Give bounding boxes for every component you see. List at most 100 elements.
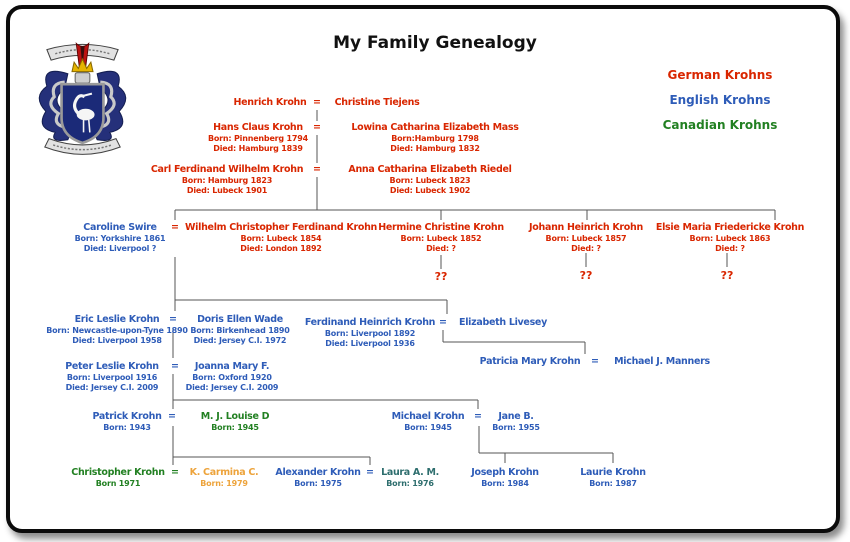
person-born-line: Born: 1976 <box>386 479 434 488</box>
person-died-line: Died: ? <box>571 243 601 253</box>
person-name: Eric Leslie Krohn <box>74 314 160 325</box>
marriage-equals: = <box>366 467 374 478</box>
person-christine-tiejens: Christine Tiejens <box>267 97 487 109</box>
legend-german-krohns: German Krohns <box>667 68 773 82</box>
person-died-line: Died: ? <box>426 243 456 253</box>
person-name: Ferdinand Heinrich Krohn <box>304 317 436 328</box>
coat-of-arms <box>38 42 127 155</box>
marriage-equals: = <box>171 222 179 233</box>
person-died-line: Died: Jersey C.I. 2009 <box>65 382 159 392</box>
crest-plume-dark <box>80 46 85 67</box>
person-lowina-mass: Lowina Catharina Elizabeth Mass Born:Ham… <box>325 122 545 153</box>
mantling-right-silver <box>99 80 116 129</box>
person-laurie-krohn: Laurie Krohn Born: 1987 <box>503 467 723 489</box>
person-name: Doris Ellen Wade <box>197 314 283 325</box>
crown <box>71 57 94 73</box>
person-name: Wilhelm Christopher Ferdinand Krohn <box>185 222 377 233</box>
person-born-line: Born: Liverpool 1892 <box>324 329 416 338</box>
person-patrick-krohn: Patrick Krohn Born: 1943 <box>17 411 237 433</box>
person-born-line: Born: Birkenhead 1890 <box>190 326 290 335</box>
person-name: Caroline Swire <box>83 222 157 233</box>
person-name: Laurie Krohn <box>580 467 646 478</box>
mantling-left-silver <box>49 80 66 129</box>
person-died-line: Died: London 1892 <box>240 243 322 253</box>
person-born-line: Born: Oxford 1920 <box>192 373 272 382</box>
marriage-equals: = <box>591 356 599 367</box>
person-died-line: Died: Lubeck 1902 <box>389 185 471 195</box>
person-michael-krohn: Michael Krohn Born: 1945 <box>318 411 538 433</box>
person-name: Hermine Christine Krohn <box>378 222 504 233</box>
person-name: Johann Heinrich Krohn <box>529 222 643 233</box>
marriage-equals: = <box>171 361 179 372</box>
person-name: Elizabeth Livesey <box>459 317 547 328</box>
person-born-line: Born 1971 <box>95 479 141 488</box>
person-died-line: Died: Hamburg 1839 <box>213 143 303 153</box>
person-born-line: Born: 1987 <box>589 479 637 488</box>
person-name: Patricia Mary Krohn <box>479 356 581 367</box>
marriage-equals: = <box>168 411 176 422</box>
person-wilhelm-krohn: Wilhelm Christopher Ferdinand Krohn Born… <box>171 222 391 253</box>
person-born-line: Born: 1945 <box>211 423 259 432</box>
helmet <box>74 72 91 84</box>
bottom-motto-text-marks <box>52 144 113 151</box>
person-born-line: Born: Hamburg 1823 <box>181 176 273 185</box>
person-name: Jane B. <box>498 411 534 422</box>
person-born-line: Born:Hamburg 1798 <box>391 134 479 143</box>
person-name: M. J. Louise D <box>200 411 270 422</box>
person-name: Joanna Mary F. <box>194 361 270 372</box>
person-name: Michael Krohn <box>391 411 465 422</box>
person-name: Laura A. M. <box>381 467 439 478</box>
person-michael-manners: Michael J. Manners <box>552 356 772 368</box>
person-name: Henrich Krohn <box>233 97 307 108</box>
marriage-equals: = <box>439 317 447 328</box>
person-caroline-swire: Caroline Swire Born: Yorkshire 1861 Died… <box>10 222 230 253</box>
person-name: Lowina Catharina Elizabeth Mass <box>351 122 519 133</box>
person-christopher-krohn: Christopher Krohn Born 1971 <box>8 467 228 489</box>
person-name: Joseph Krohn <box>471 467 539 478</box>
person-born-line: Born: 1975 <box>294 479 342 488</box>
bottom-motto-ribbon <box>44 138 121 155</box>
person-died-line: Died: Jersey C.I. 1972 <box>193 335 287 345</box>
person-born-line: Born: Lubeck 1854 <box>240 234 322 243</box>
person-joanna-mary: Joanna Mary F. Born: Oxford 1920 Died: J… <box>122 361 342 392</box>
person-name: Elsie Maria Friedericke Krohn <box>655 222 805 233</box>
person-jane-b: Jane B. Born: 1955 <box>406 411 626 433</box>
person-name: Michael J. Manners <box>614 356 710 367</box>
person-peter-krohn: Peter Leslie Krohn Born: Liverpool 1916 … <box>2 361 222 392</box>
person-born-line: Born: 1979 <box>200 479 248 488</box>
person-name: Alexander Krohn <box>275 467 361 478</box>
person-name: Anna Catharina Elizabeth Riedel <box>348 164 512 175</box>
person-born-line: Born: Lubeck 1823 <box>389 176 471 185</box>
person-born-line: Born: Liverpool 1916 <box>66 373 158 382</box>
unknown-descendants: ?? <box>579 269 593 282</box>
person-laura-am: Laura A. M. Born: 1976 <box>300 467 520 489</box>
person-born-line: Born: 1943 <box>103 423 151 432</box>
person-born-line: Born: Yorkshire 1861 <box>74 234 166 243</box>
person-died-line: Died: Lubeck 1901 <box>186 185 268 195</box>
person-born-line: Born: Lubeck 1857 <box>545 234 627 243</box>
person-born-line: Born: 1984 <box>481 479 529 488</box>
person-born-line: Born: 1955 <box>492 423 540 432</box>
person-born-line: Born: Lubeck 1852 <box>400 234 482 243</box>
person-hermine-krohn: Hermine Christine Krohn Born: Lubeck 185… <box>331 222 551 253</box>
person-name: Hans Claus Krohn <box>213 122 303 133</box>
person-born-line: Born: Pinnenberg 1794 <box>207 134 308 143</box>
legend-canadian-krohns: Canadian Krohns <box>662 118 778 132</box>
person-name: Peter Leslie Krohn <box>65 361 159 372</box>
person-elizabeth-livesey: Elizabeth Livesey <box>393 317 613 329</box>
person-died-line: Died: Jersey C.I. 2009 <box>185 382 279 392</box>
unknown-descendants: ?? <box>434 270 448 283</box>
person-k-carmina: K. Carmina C. Born: 1979 <box>114 467 334 489</box>
person-henrich-krohn: Henrich Krohn <box>160 97 380 109</box>
marriage-equals: = <box>313 97 321 108</box>
marriage-equals: = <box>171 467 179 478</box>
marriage-equals: = <box>313 164 321 175</box>
person-doris-wade: Doris Ellen Wade Born: Birkenhead 1890 D… <box>130 314 350 345</box>
marriage-equals: = <box>313 122 321 133</box>
page-title: My Family Genealogy <box>333 33 537 53</box>
person-name: Christopher Krohn <box>71 467 165 478</box>
crane-beak <box>83 92 93 97</box>
person-joseph-krohn: Joseph Krohn Born: 1984 <box>395 467 615 489</box>
person-died-line: Died: Liverpool 1958 <box>72 335 162 345</box>
crane-legs <box>82 119 91 133</box>
